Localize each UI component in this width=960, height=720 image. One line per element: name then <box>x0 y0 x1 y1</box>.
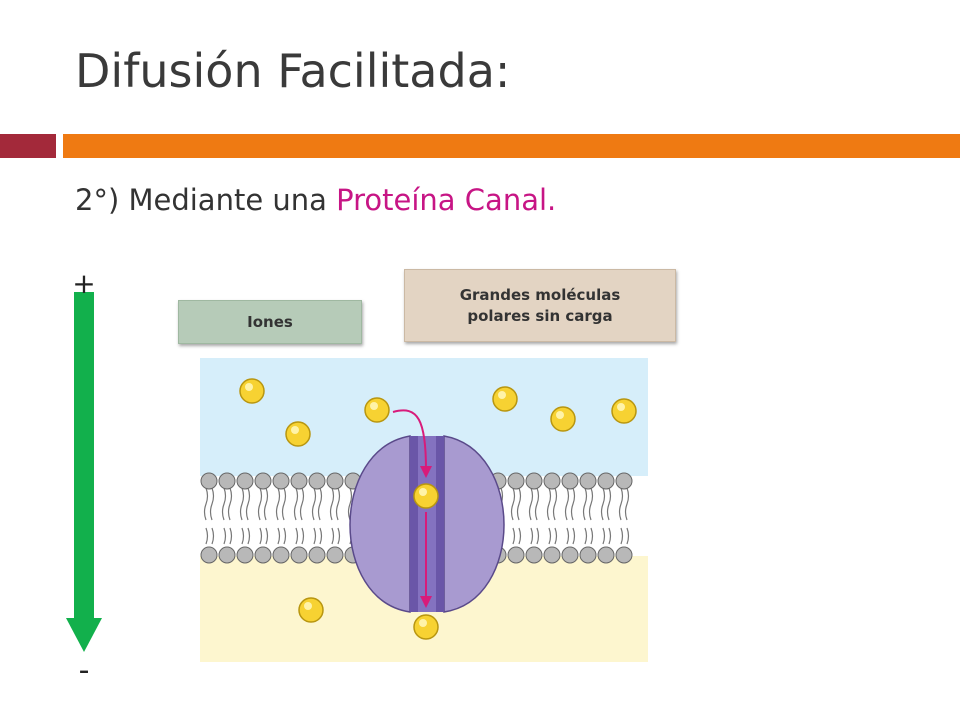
lipid-molecule <box>561 472 579 564</box>
molecule-highlight <box>304 602 312 610</box>
gradient-arrow-icon <box>66 292 102 652</box>
lipid-molecule <box>272 472 290 564</box>
lipid-molecule <box>218 472 236 564</box>
molecule-icon <box>413 614 439 640</box>
iones-label-text: Iones <box>247 312 293 331</box>
lipid-molecule <box>507 472 525 564</box>
molecule-icon <box>611 398 637 424</box>
flow-arrow-icon <box>392 409 432 608</box>
accent-bar-orange <box>63 134 960 158</box>
molecule-icon <box>239 378 265 404</box>
lipid-molecule <box>326 472 344 564</box>
slide-subtitle: 2°) Mediante una Proteína Canal. <box>75 183 556 217</box>
molecule-icon <box>364 397 390 423</box>
molecule-icon <box>298 597 324 623</box>
lipid-molecule <box>579 472 597 564</box>
molecule-highlight <box>370 402 378 410</box>
gradient-top-sign: + <box>72 267 95 300</box>
large-molecules-label: Grandes moléculas polares sin carga <box>404 269 676 342</box>
molecule-icon <box>285 421 311 447</box>
molecule-highlight <box>617 403 625 411</box>
molecules <box>239 378 637 640</box>
accent-bar-red <box>0 134 56 158</box>
molecule-icon <box>492 386 518 412</box>
molecule-highlight <box>556 411 564 419</box>
molecule-highlight <box>498 391 506 399</box>
molecule-highlight <box>419 619 427 627</box>
molecule-highlight <box>291 426 299 434</box>
iones-label: Iones <box>178 300 362 344</box>
subtitle-highlight: Proteína Canal. <box>336 183 557 217</box>
large-molecules-line-2: polares sin carga <box>467 306 613 325</box>
large-molecules-line-1: Grandes moléculas <box>459 285 621 304</box>
molecule-highlight <box>419 488 427 496</box>
slide-title: Difusión Facilitada: <box>75 44 511 98</box>
lipid-molecule <box>543 472 561 564</box>
lipid-molecule <box>597 472 615 564</box>
lipid-molecule <box>200 472 218 564</box>
lipid-molecule <box>615 472 633 564</box>
lipid-molecule <box>290 472 308 564</box>
molecule-highlight <box>245 383 253 391</box>
lipid-molecule <box>236 472 254 564</box>
lipid-molecule <box>525 472 543 564</box>
lipid-molecule <box>308 472 326 564</box>
subtitle-prefix: 2°) Mediante una <box>75 183 337 217</box>
molecule-icon <box>413 483 439 509</box>
molecule-icon <box>550 406 576 432</box>
gradient-bottom-sign: - <box>79 653 90 688</box>
lipid-molecule <box>254 472 272 564</box>
